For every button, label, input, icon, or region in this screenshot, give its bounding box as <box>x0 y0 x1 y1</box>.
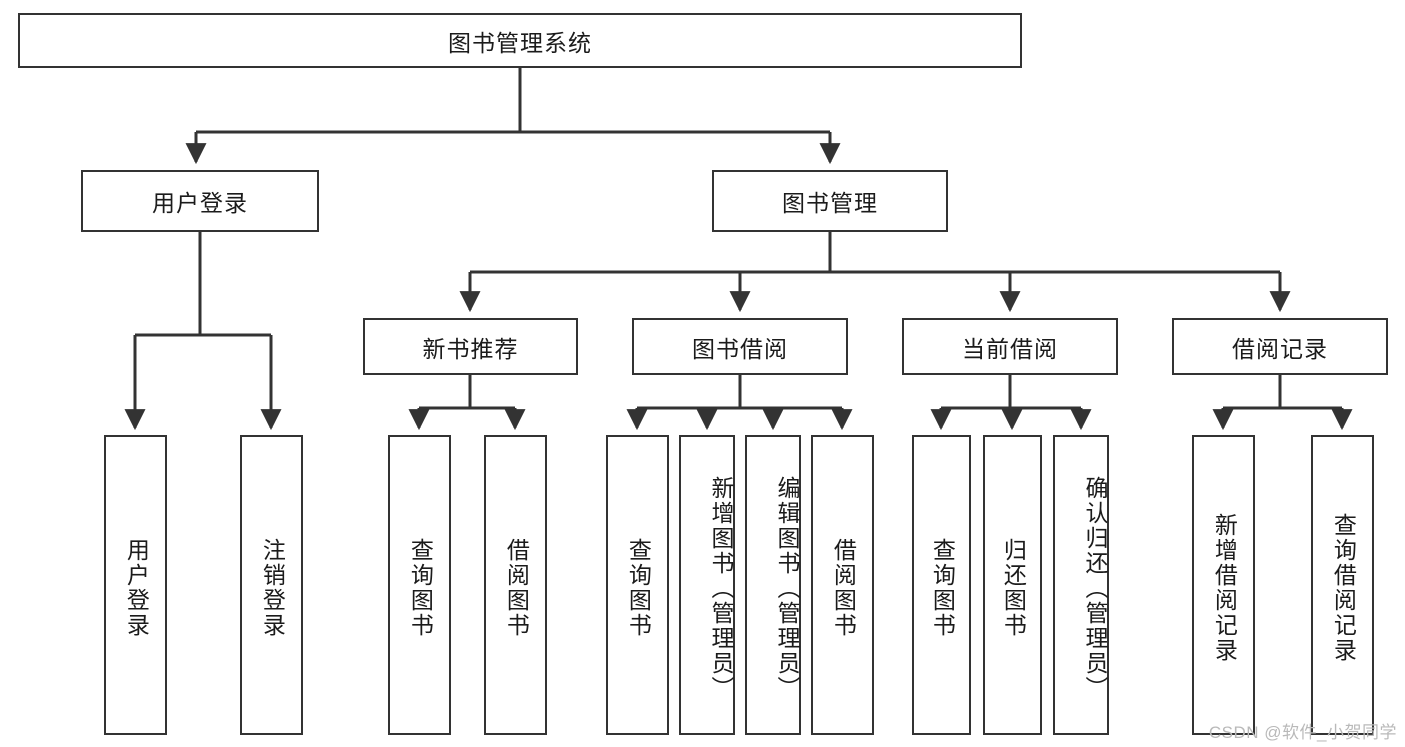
node-leaf-logout[interactable]: 注销登录 <box>240 435 303 735</box>
node-leaf-return-book-label: 归还图书 <box>1000 538 1027 638</box>
node-leaf-user-login-label: 用户登录 <box>123 538 150 638</box>
node-book-management[interactable]: 图书管理 <box>712 170 948 232</box>
node-leaf-edit-book[interactable]: 编辑图书（管理员） <box>745 435 801 735</box>
node-leaf-query-borrow-record-label: 查询借阅记录 <box>1330 513 1357 663</box>
node-borrow-record[interactable]: 借阅记录 <box>1172 318 1388 375</box>
node-new-book-recommend-label: 新书推荐 <box>422 335 519 362</box>
node-leaf-add-borrow-record[interactable]: 新增借阅记录 <box>1192 435 1255 735</box>
node-leaf-query-book-1-label: 查询图书 <box>407 538 434 638</box>
node-leaf-query-book-1[interactable]: 查询图书 <box>388 435 451 735</box>
node-leaf-borrow-book-1-label: 借阅图书 <box>503 538 530 638</box>
node-user-login-label: 用户登录 <box>152 190 248 216</box>
node-current-borrow-label: 当前借阅 <box>962 335 1058 362</box>
node-leaf-query-book-2-label: 查询图书 <box>625 538 652 638</box>
node-leaf-query-borrow-record[interactable]: 查询借阅记录 <box>1311 435 1374 735</box>
node-leaf-query-book-2[interactable]: 查询图书 <box>606 435 669 735</box>
node-current-borrow[interactable]: 当前借阅 <box>902 318 1118 375</box>
node-leaf-confirm-return-label: 确认归还（管理员） <box>1082 475 1108 701</box>
node-leaf-logout-label: 注销登录 <box>259 538 286 638</box>
node-leaf-add-book-label: 新增图书（管理员） <box>708 475 734 701</box>
node-leaf-user-login[interactable]: 用户登录 <box>104 435 167 735</box>
node-user-login[interactable]: 用户登录 <box>81 170 319 232</box>
node-book-borrow[interactable]: 图书借阅 <box>632 318 848 375</box>
node-root[interactable]: 图书管理系统 <box>18 13 1022 68</box>
node-leaf-edit-book-label: 编辑图书（管理员） <box>774 475 800 701</box>
node-borrow-record-label: 借阅记录 <box>1232 335 1328 362</box>
node-leaf-borrow-book-2[interactable]: 借阅图书 <box>811 435 874 735</box>
watermark-text: CSDN @软件_小贺同学 <box>1208 723 1397 742</box>
node-root-label: 图书管理系统 <box>448 29 592 56</box>
node-leaf-borrow-book-1[interactable]: 借阅图书 <box>484 435 547 735</box>
node-leaf-add-book[interactable]: 新增图书（管理员） <box>679 435 735 735</box>
node-leaf-borrow-book-2-label: 借阅图书 <box>830 538 857 638</box>
node-new-book-recommend[interactable]: 新书推荐 <box>363 318 578 375</box>
node-leaf-add-borrow-record-label: 新增借阅记录 <box>1211 513 1238 663</box>
node-book-borrow-label: 图书借阅 <box>692 335 788 362</box>
node-leaf-query-book-3[interactable]: 查询图书 <box>912 435 971 735</box>
node-leaf-confirm-return[interactable]: 确认归还（管理员） <box>1053 435 1109 735</box>
node-leaf-return-book[interactable]: 归还图书 <box>983 435 1042 735</box>
node-leaf-query-book-3-label: 查询图书 <box>929 538 956 638</box>
node-book-management-label: 图书管理 <box>782 190 878 216</box>
